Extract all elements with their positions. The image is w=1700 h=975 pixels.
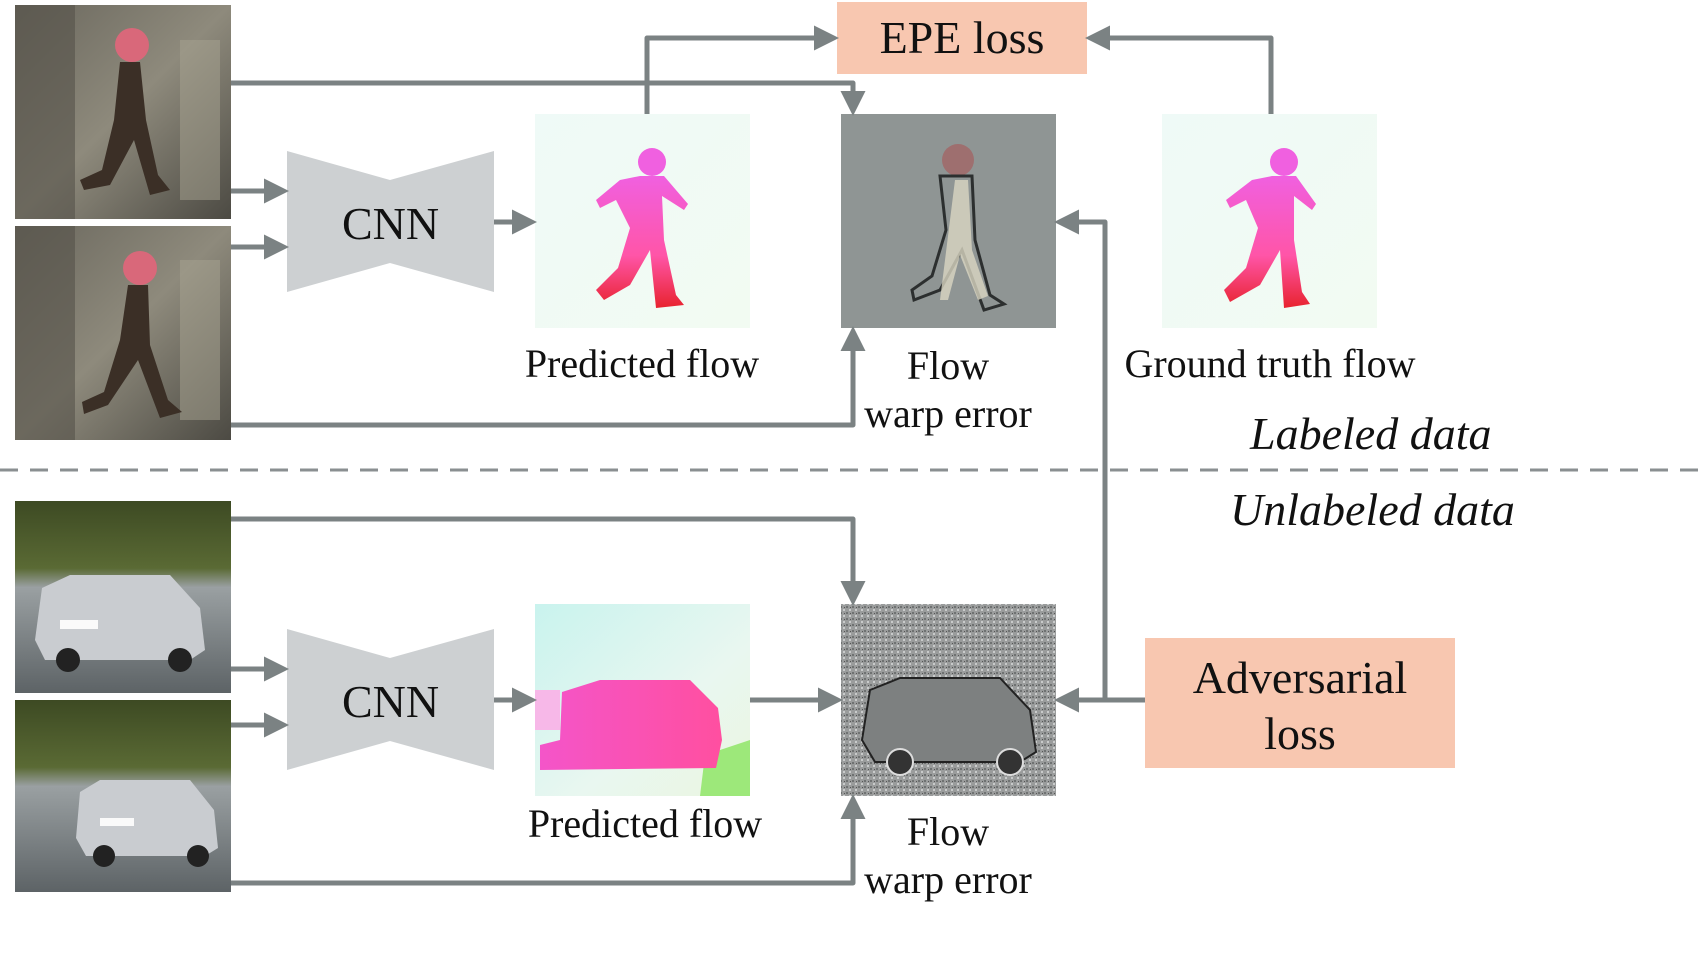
labeled-predicted-flow-label: Predicted flow bbox=[524, 341, 760, 386]
labeled-frame-1 bbox=[15, 5, 231, 219]
adversarial-loss-box bbox=[1145, 638, 1455, 768]
arrow-frame2-to-warp-error bbox=[231, 326, 866, 428]
labeled-warp-error-label-line1: Flow bbox=[906, 343, 990, 388]
arrow-predicted-flow-to-epe-loss bbox=[644, 25, 839, 114]
unlabeled-cnn-block bbox=[287, 629, 494, 770]
unlabeled-data-section-label: Unlabeled data bbox=[1230, 484, 1515, 535]
epe-loss-box bbox=[837, 2, 1087, 74]
arrow-ground-truth-to-epe-loss bbox=[1085, 25, 1274, 114]
labeled-frame-2 bbox=[15, 226, 231, 440]
unlabeled-predicted-flow-label: Predicted flow bbox=[527, 801, 763, 846]
adversarial-loss-label-line1: Adversarial bbox=[1192, 652, 1408, 703]
labeled-cnn-label: CNN bbox=[341, 198, 440, 249]
labeled-warp-error-label-line2: warp error bbox=[864, 391, 1032, 436]
arrow-unlabeled-frame2-to-warp-error bbox=[231, 794, 866, 886]
labeled-ground-truth-flow-image bbox=[1162, 114, 1377, 328]
unlabeled-predicted-flow-image bbox=[535, 604, 750, 796]
arrow-unlabeled-frame1-to-warp-error bbox=[231, 516, 866, 606]
ground-truth-flow-label: Ground truth flow bbox=[1124, 341, 1416, 386]
unlabeled-frame-1 bbox=[15, 501, 231, 693]
unlabeled-warp-error-label-line1: Flow bbox=[906, 809, 990, 854]
unlabeled-warp-error-label-line2: warp error bbox=[864, 857, 1032, 902]
labeled-data-section-label: Labeled data bbox=[1250, 408, 1492, 459]
unlabeled-cnn-label: CNN bbox=[341, 676, 440, 727]
epe-loss-label: EPE loss bbox=[879, 12, 1045, 63]
arrow-adversarial-to-labeled-warp-error bbox=[1054, 209, 1108, 700]
adversarial-loss-label-line2: loss bbox=[1264, 708, 1336, 759]
labeled-cnn-block bbox=[287, 151, 494, 292]
labeled-warp-error-image bbox=[841, 114, 1056, 328]
labeled-predicted-flow-image bbox=[535, 114, 750, 328]
unlabeled-warp-error-image bbox=[841, 604, 1056, 796]
arrow-frame1-to-warp-error bbox=[231, 80, 866, 116]
unlabeled-frame-2 bbox=[15, 700, 231, 892]
